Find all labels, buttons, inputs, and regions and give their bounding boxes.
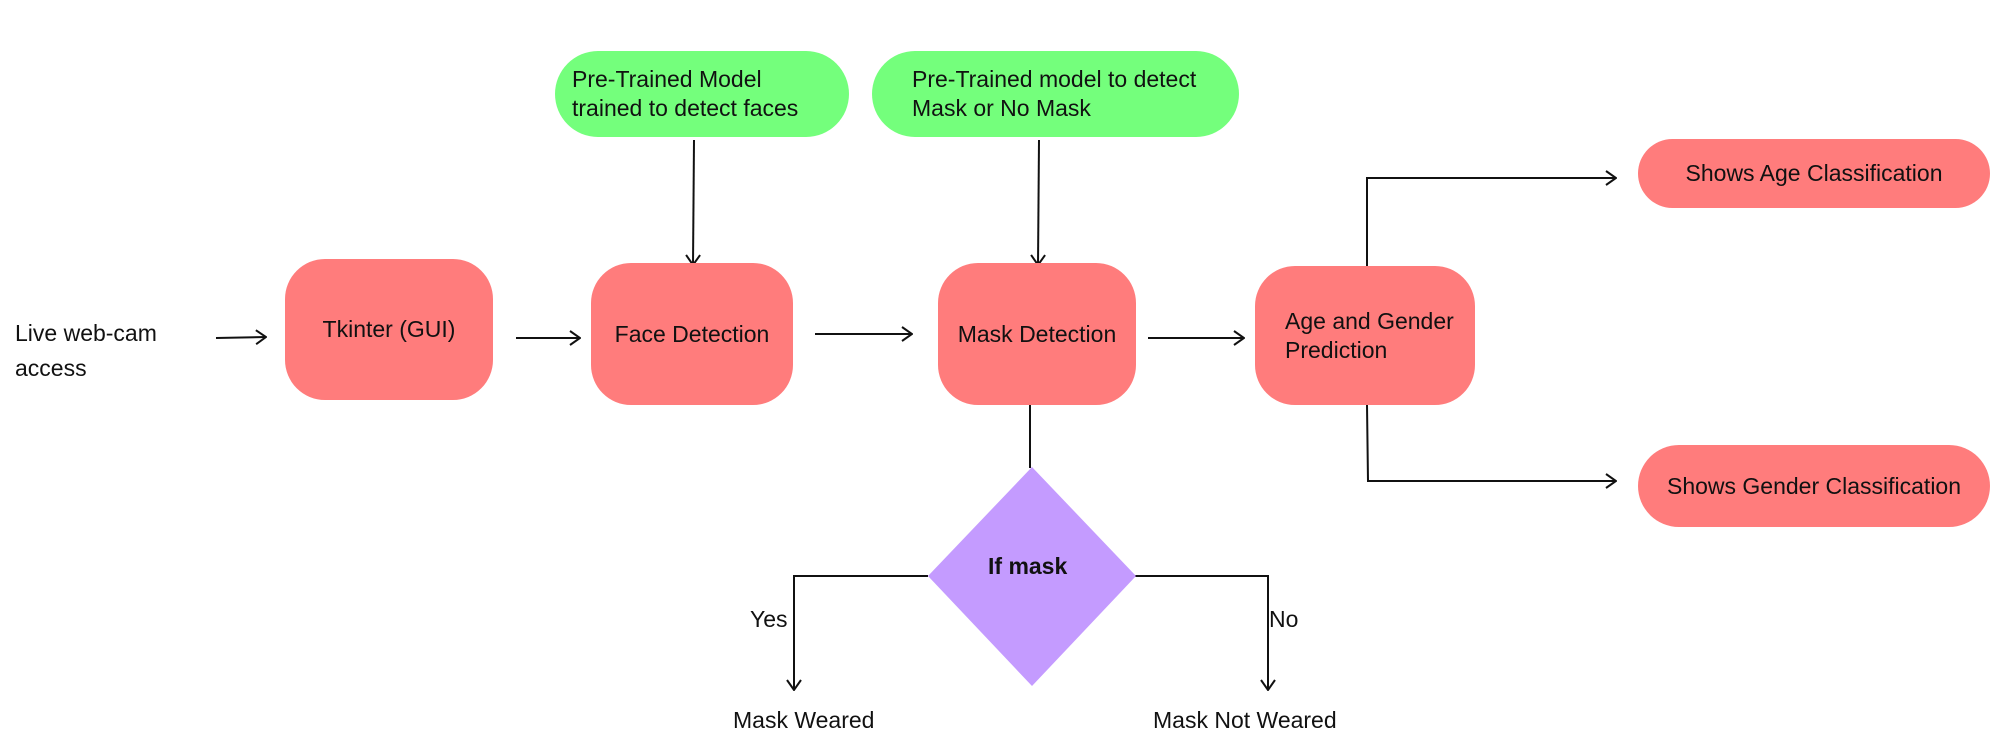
age-gender-node[interactable]: Age and Gender Prediction (1255, 266, 1475, 405)
face-detection-label: Face Detection (614, 320, 770, 347)
arrow-age-gender-to-age-output (1366, 178, 1616, 268)
arrow-mask-model-to-mask-detection (1038, 139, 1039, 265)
if-mask-label: If mask (988, 553, 1068, 579)
gender-output-node[interactable]: Shows Gender Classification (1638, 445, 1990, 527)
face-detection-node[interactable]: Face Detection (591, 263, 793, 405)
age-output-node[interactable]: Shows Age Classification (1638, 139, 1990, 208)
mask-model-label: Pre-Trained model to detect Mask or No M… (912, 66, 1197, 121)
mask-weared-label: Mask Weared (733, 707, 875, 733)
yes-branch-label: Yes (750, 606, 788, 632)
arrow-webcam-to-gui (215, 337, 266, 338)
mask-not-weared-label: Mask Not Weared (1153, 707, 1337, 733)
tkinter-gui-node[interactable]: Tkinter (GUI) (285, 259, 493, 400)
mask-detection-node[interactable]: Mask Detection (938, 263, 1136, 405)
if-mask-decision-node[interactable] (928, 467, 1136, 687)
face-model-label: Pre-Trained Model trained to detect face… (572, 66, 799, 121)
arrow-face-model-to-face-detection (693, 139, 694, 265)
face-model-node[interactable]: Pre-Trained Model trained to detect face… (555, 51, 849, 137)
age-output-label: Shows Age Classification (1685, 160, 1943, 186)
no-branch-label: No (1269, 606, 1299, 632)
age-gender-label: Age and Gender Prediction (1285, 307, 1454, 363)
arrow-decision-no (1134, 575, 1268, 690)
webcam-source-label: Live web-cam access (15, 320, 157, 381)
mask-model-node[interactable]: Pre-Trained model to detect Mask or No M… (872, 51, 1239, 137)
arrow-decision-yes (794, 575, 928, 690)
mask-detection-label: Mask Detection (957, 320, 1117, 347)
gender-output-label: Shows Gender Classification (1666, 472, 1962, 499)
arrow-age-gender-to-gender-output (1366, 404, 1616, 481)
tkinter-gui-label: Tkinter (GUI) (322, 316, 456, 342)
